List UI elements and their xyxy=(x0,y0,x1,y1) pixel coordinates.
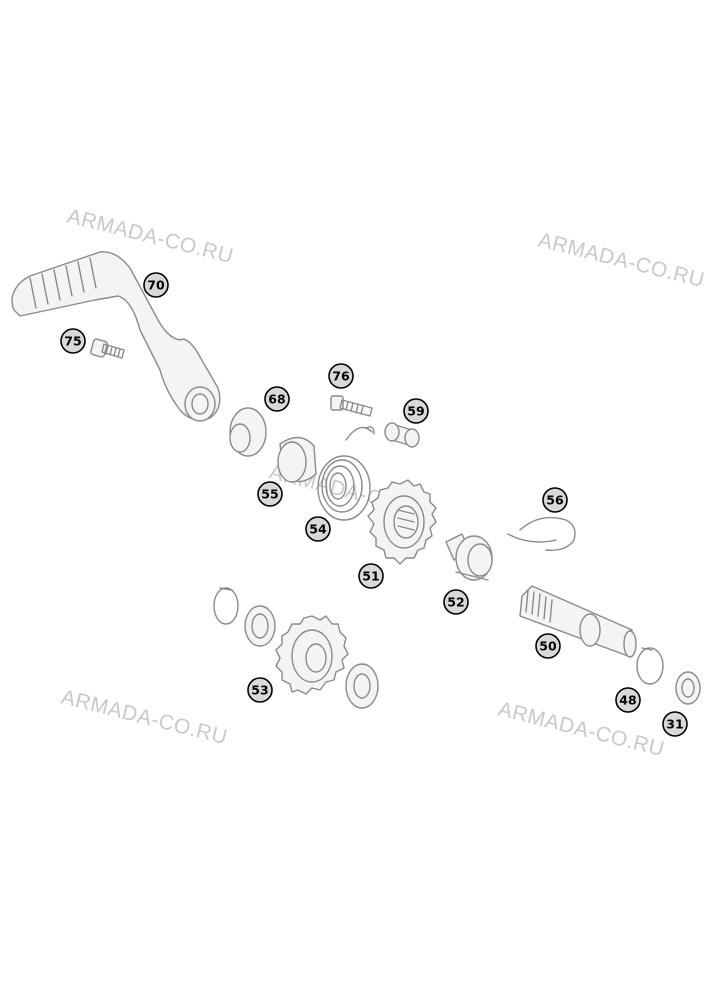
callout-52: 52 xyxy=(443,589,469,615)
callout-53: 53 xyxy=(247,677,273,703)
svg-text:31: 31 xyxy=(666,717,683,732)
callout-31: 31 xyxy=(662,711,688,737)
gear-51 xyxy=(367,479,437,565)
circlip-56 xyxy=(507,516,576,551)
callout-59: 59 xyxy=(403,398,429,424)
callout-68: 68 xyxy=(264,386,290,412)
svg-text:50: 50 xyxy=(539,639,557,654)
callout-70: 70 xyxy=(143,272,169,298)
kickstart-lever xyxy=(11,251,221,422)
callout-76: 76 xyxy=(328,363,354,389)
callout-50: 50 xyxy=(535,633,561,659)
callout-56: 56 xyxy=(542,487,568,513)
circlip-48 xyxy=(636,647,664,685)
bushing-59 xyxy=(384,422,420,448)
washer-31 xyxy=(675,671,701,705)
svg-text:55: 55 xyxy=(261,487,278,502)
svg-text:75: 75 xyxy=(64,334,81,349)
bushing-68 xyxy=(229,407,267,457)
callout-51: 51 xyxy=(358,563,384,589)
svg-text:53: 53 xyxy=(251,683,268,698)
callout-48: 48 xyxy=(615,687,641,713)
svg-text:68: 68 xyxy=(268,392,285,407)
bolt-76 xyxy=(330,395,373,417)
svg-text:54: 54 xyxy=(309,522,327,537)
watermark-2: ARMADA-CO.RU xyxy=(536,229,707,293)
svg-text:48: 48 xyxy=(619,693,636,708)
callout-55: 55 xyxy=(257,481,283,507)
svg-text:56: 56 xyxy=(546,493,564,508)
callout-54: 54 xyxy=(305,516,331,542)
svg-text:76: 76 xyxy=(332,369,350,384)
gear-53 xyxy=(275,615,349,695)
watermark-4: ARMADA-CO.RU xyxy=(59,686,230,750)
svg-text:52: 52 xyxy=(447,595,464,610)
spring-54 xyxy=(317,426,375,521)
svg-text:70: 70 xyxy=(147,278,165,293)
watermark-5: ARMADA-CO.RU xyxy=(496,698,667,762)
shaft-50 xyxy=(519,585,637,658)
svg-text:51: 51 xyxy=(362,569,379,584)
spring-guide-55 xyxy=(277,436,317,483)
bolt-75 xyxy=(90,338,125,359)
ratchet-52 xyxy=(445,533,493,581)
svg-text:59: 59 xyxy=(407,404,424,419)
washers-left xyxy=(213,587,276,647)
callout-75: 75 xyxy=(60,328,86,354)
washer-right-53 xyxy=(345,663,379,709)
